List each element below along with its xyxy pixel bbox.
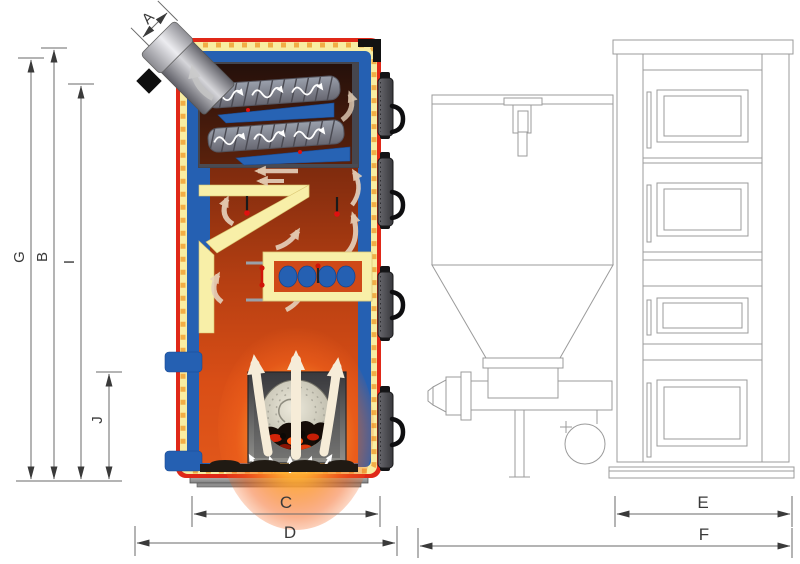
front-door-3 — [646, 297, 749, 336]
boiler-cutaway-view — [136, 21, 406, 530]
feeder-motor — [560, 410, 606, 465]
dimension-label-g: G — [11, 251, 28, 263]
dimension-label-d: D — [284, 523, 296, 542]
door-3 — [377, 266, 406, 341]
door-4 — [377, 386, 406, 471]
front-door-handle — [646, 91, 652, 149]
dimension-C — [191, 496, 381, 527]
flow-arrow — [340, 90, 358, 123]
ash-strip — [200, 460, 358, 472]
front-door-handle — [646, 299, 652, 336]
z-baffle — [198, 184, 310, 334]
blue-baffle-2 — [235, 146, 351, 166]
front-door-handle — [646, 184, 652, 243]
blue-baffle-1 — [217, 102, 335, 124]
door-1 — [377, 72, 406, 139]
feeder-box — [487, 367, 559, 399]
tube-heat-exchanger — [246, 251, 373, 302]
dimension-I — [68, 83, 94, 480]
dimension-label-i: I — [61, 260, 78, 264]
dimension-label-c: C — [280, 493, 292, 512]
smoke-box — [198, 62, 359, 168]
door-handle — [389, 189, 406, 221]
dimension-label-j: J — [89, 416, 106, 424]
turbulator-plate-2 — [207, 119, 345, 153]
door-handle — [389, 103, 406, 135]
hopper-lid-handle — [503, 97, 543, 157]
hopper-funnel — [431, 264, 614, 359]
door-2 — [377, 152, 406, 229]
water-pipe-stub-upper — [164, 351, 203, 373]
water-pipe-stub-lower — [164, 450, 203, 472]
burner-flange — [427, 371, 472, 421]
dimension-G — [18, 57, 44, 480]
dimension-label-f: F — [699, 525, 709, 544]
dimension-J — [96, 371, 122, 480]
boiler-doors — [377, 72, 406, 471]
front-base — [608, 466, 795, 479]
dimension-D — [134, 526, 398, 556]
front-door-handle — [646, 382, 652, 458]
front-door-4 — [646, 379, 748, 458]
flame-arrows — [247, 350, 345, 460]
dimension-F — [417, 528, 793, 558]
vertical-dimension-lines — [16, 47, 122, 482]
horizontal-dimension-lines — [134, 496, 793, 558]
water-tube — [278, 265, 298, 288]
flue-arrow — [188, 64, 215, 101]
dimension-B — [41, 47, 67, 480]
dimension-label-b: B — [34, 252, 51, 262]
water-tube — [336, 265, 356, 288]
front-door-2 — [646, 182, 749, 243]
outline-hopper-view — [427, 94, 614, 478]
insulation-dots — [180, 42, 377, 474]
water-tube — [317, 265, 337, 288]
wavy-flow-arrows — [213, 126, 326, 146]
door-handle — [389, 416, 406, 448]
baffle-pins — [244, 196, 340, 217]
dimension-E — [614, 496, 793, 527]
feeder-collar — [482, 357, 564, 369]
corner-accent — [358, 39, 381, 62]
dimension-label-e: E — [697, 493, 708, 512]
water-tube — [297, 265, 317, 288]
front-door-1 — [646, 89, 749, 149]
outline-front-view — [608, 39, 795, 479]
front-top-cap — [612, 39, 794, 55]
hopper-leg — [509, 410, 530, 478]
door-handle — [389, 289, 406, 321]
